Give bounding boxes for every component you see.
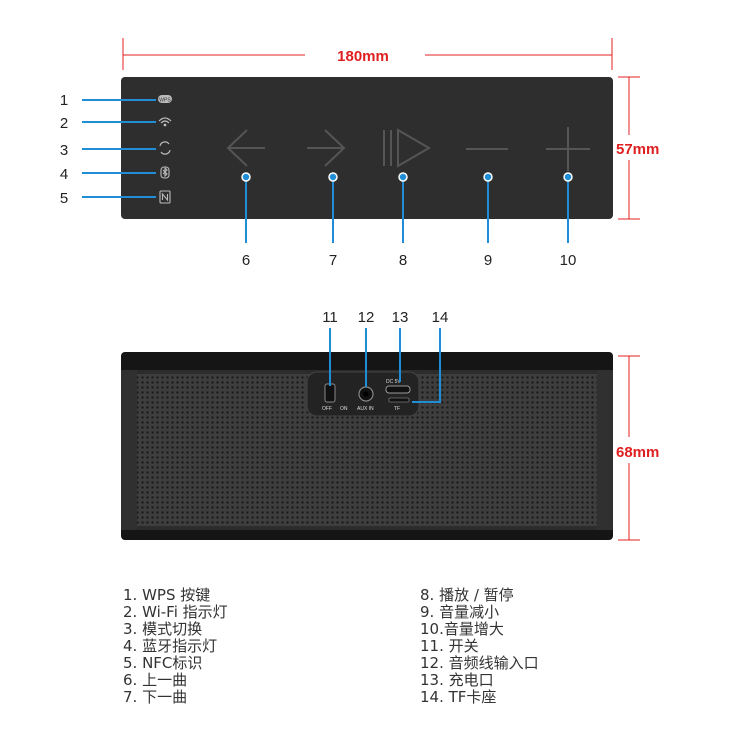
volume-up-icon[interactable] xyxy=(546,127,590,171)
legend-item: 3. 模式切换 xyxy=(123,620,203,638)
previous-track-icon[interactable] xyxy=(226,129,265,167)
port-label-on: ON xyxy=(340,406,348,412)
legend-item: 2. Wi-Fi 指示灯 xyxy=(123,603,228,621)
play-pause-icon[interactable] xyxy=(383,128,431,168)
legend-item: 4. 蓝牙指示灯 xyxy=(123,637,218,655)
callout-number: 10 xyxy=(560,252,577,269)
port-label-dc: DC 5V xyxy=(386,379,401,385)
legend-right: 8. 播放 / 暂停 9. 音量减小 10.音量增大 11. 开关 12. 音频… xyxy=(420,587,539,706)
legend-item: 9. 音量减小 xyxy=(420,603,500,621)
legend-item: 12. 音频线输入口 xyxy=(420,654,539,672)
port-label-tf: TF xyxy=(394,406,400,412)
callout-bottom-lines xyxy=(245,177,569,243)
legend-item: 6. 上一曲 xyxy=(123,671,188,689)
charging-port[interactable] xyxy=(385,385,411,394)
callout-number: 7 xyxy=(329,252,337,269)
next-track-icon[interactable] xyxy=(307,129,346,167)
front-height-dimension: 68mm xyxy=(616,355,659,541)
mode-switch-icon xyxy=(159,141,171,155)
callout-number: 1 xyxy=(60,92,68,109)
callout-number: 3 xyxy=(60,142,68,159)
legend-item: 10.音量增大 xyxy=(420,620,504,638)
callout-number: 14 xyxy=(432,309,449,326)
svg-text:WPS: WPS xyxy=(159,98,171,104)
front-height-label: 68mm xyxy=(616,444,659,461)
nfc-icon xyxy=(159,190,171,204)
legend-item: 13. 充电口 xyxy=(420,671,494,689)
port-panel: OFF ON AUX IN DC 5V TF xyxy=(306,371,420,417)
legend-item: 5. NFC标识 xyxy=(123,654,203,672)
port-label-off: OFF xyxy=(322,406,332,412)
width-label: 180mm xyxy=(337,48,389,65)
callout-dots xyxy=(241,172,573,182)
tf-card-slot[interactable] xyxy=(388,397,410,403)
callout-number: 2 xyxy=(60,115,68,132)
top-height-label: 57mm xyxy=(616,141,659,158)
callout-left-lines xyxy=(82,99,156,198)
callout-number: 4 xyxy=(60,166,68,183)
callout-number: 8 xyxy=(399,252,407,269)
legend-item: 1. WPS 按键 xyxy=(123,586,211,604)
legend-item: 14. TF卡座 xyxy=(420,688,497,706)
speaker-top-view xyxy=(121,77,613,219)
port-label-aux: AUX IN xyxy=(357,406,374,412)
legend-left: 1. WPS 按键 2. Wi-Fi 指示灯 3. 模式切换 4. 蓝牙指示灯 … xyxy=(123,587,228,706)
callout-number: 13 xyxy=(392,309,409,326)
wifi-icon xyxy=(158,117,172,127)
callout-port-lines xyxy=(329,328,441,403)
legend-item: 11. 开关 xyxy=(420,637,479,655)
callout-number: 6 xyxy=(242,252,250,269)
speaker-front-view xyxy=(121,352,613,540)
width-dimension: 180mm xyxy=(122,38,613,70)
callout-number: 12 xyxy=(358,309,375,326)
legend-item: 7. 下一曲 xyxy=(123,688,188,706)
wps-icon: WPS xyxy=(158,95,172,104)
callout-number: 9 xyxy=(484,252,492,269)
callout-number: 11 xyxy=(322,309,338,326)
legend-item: 8. 播放 / 暂停 xyxy=(420,586,514,604)
power-switch[interactable] xyxy=(324,383,336,403)
callout-number: 5 xyxy=(60,190,68,207)
top-height-dimension: 57mm xyxy=(616,76,659,220)
bluetooth-icon xyxy=(160,166,170,179)
